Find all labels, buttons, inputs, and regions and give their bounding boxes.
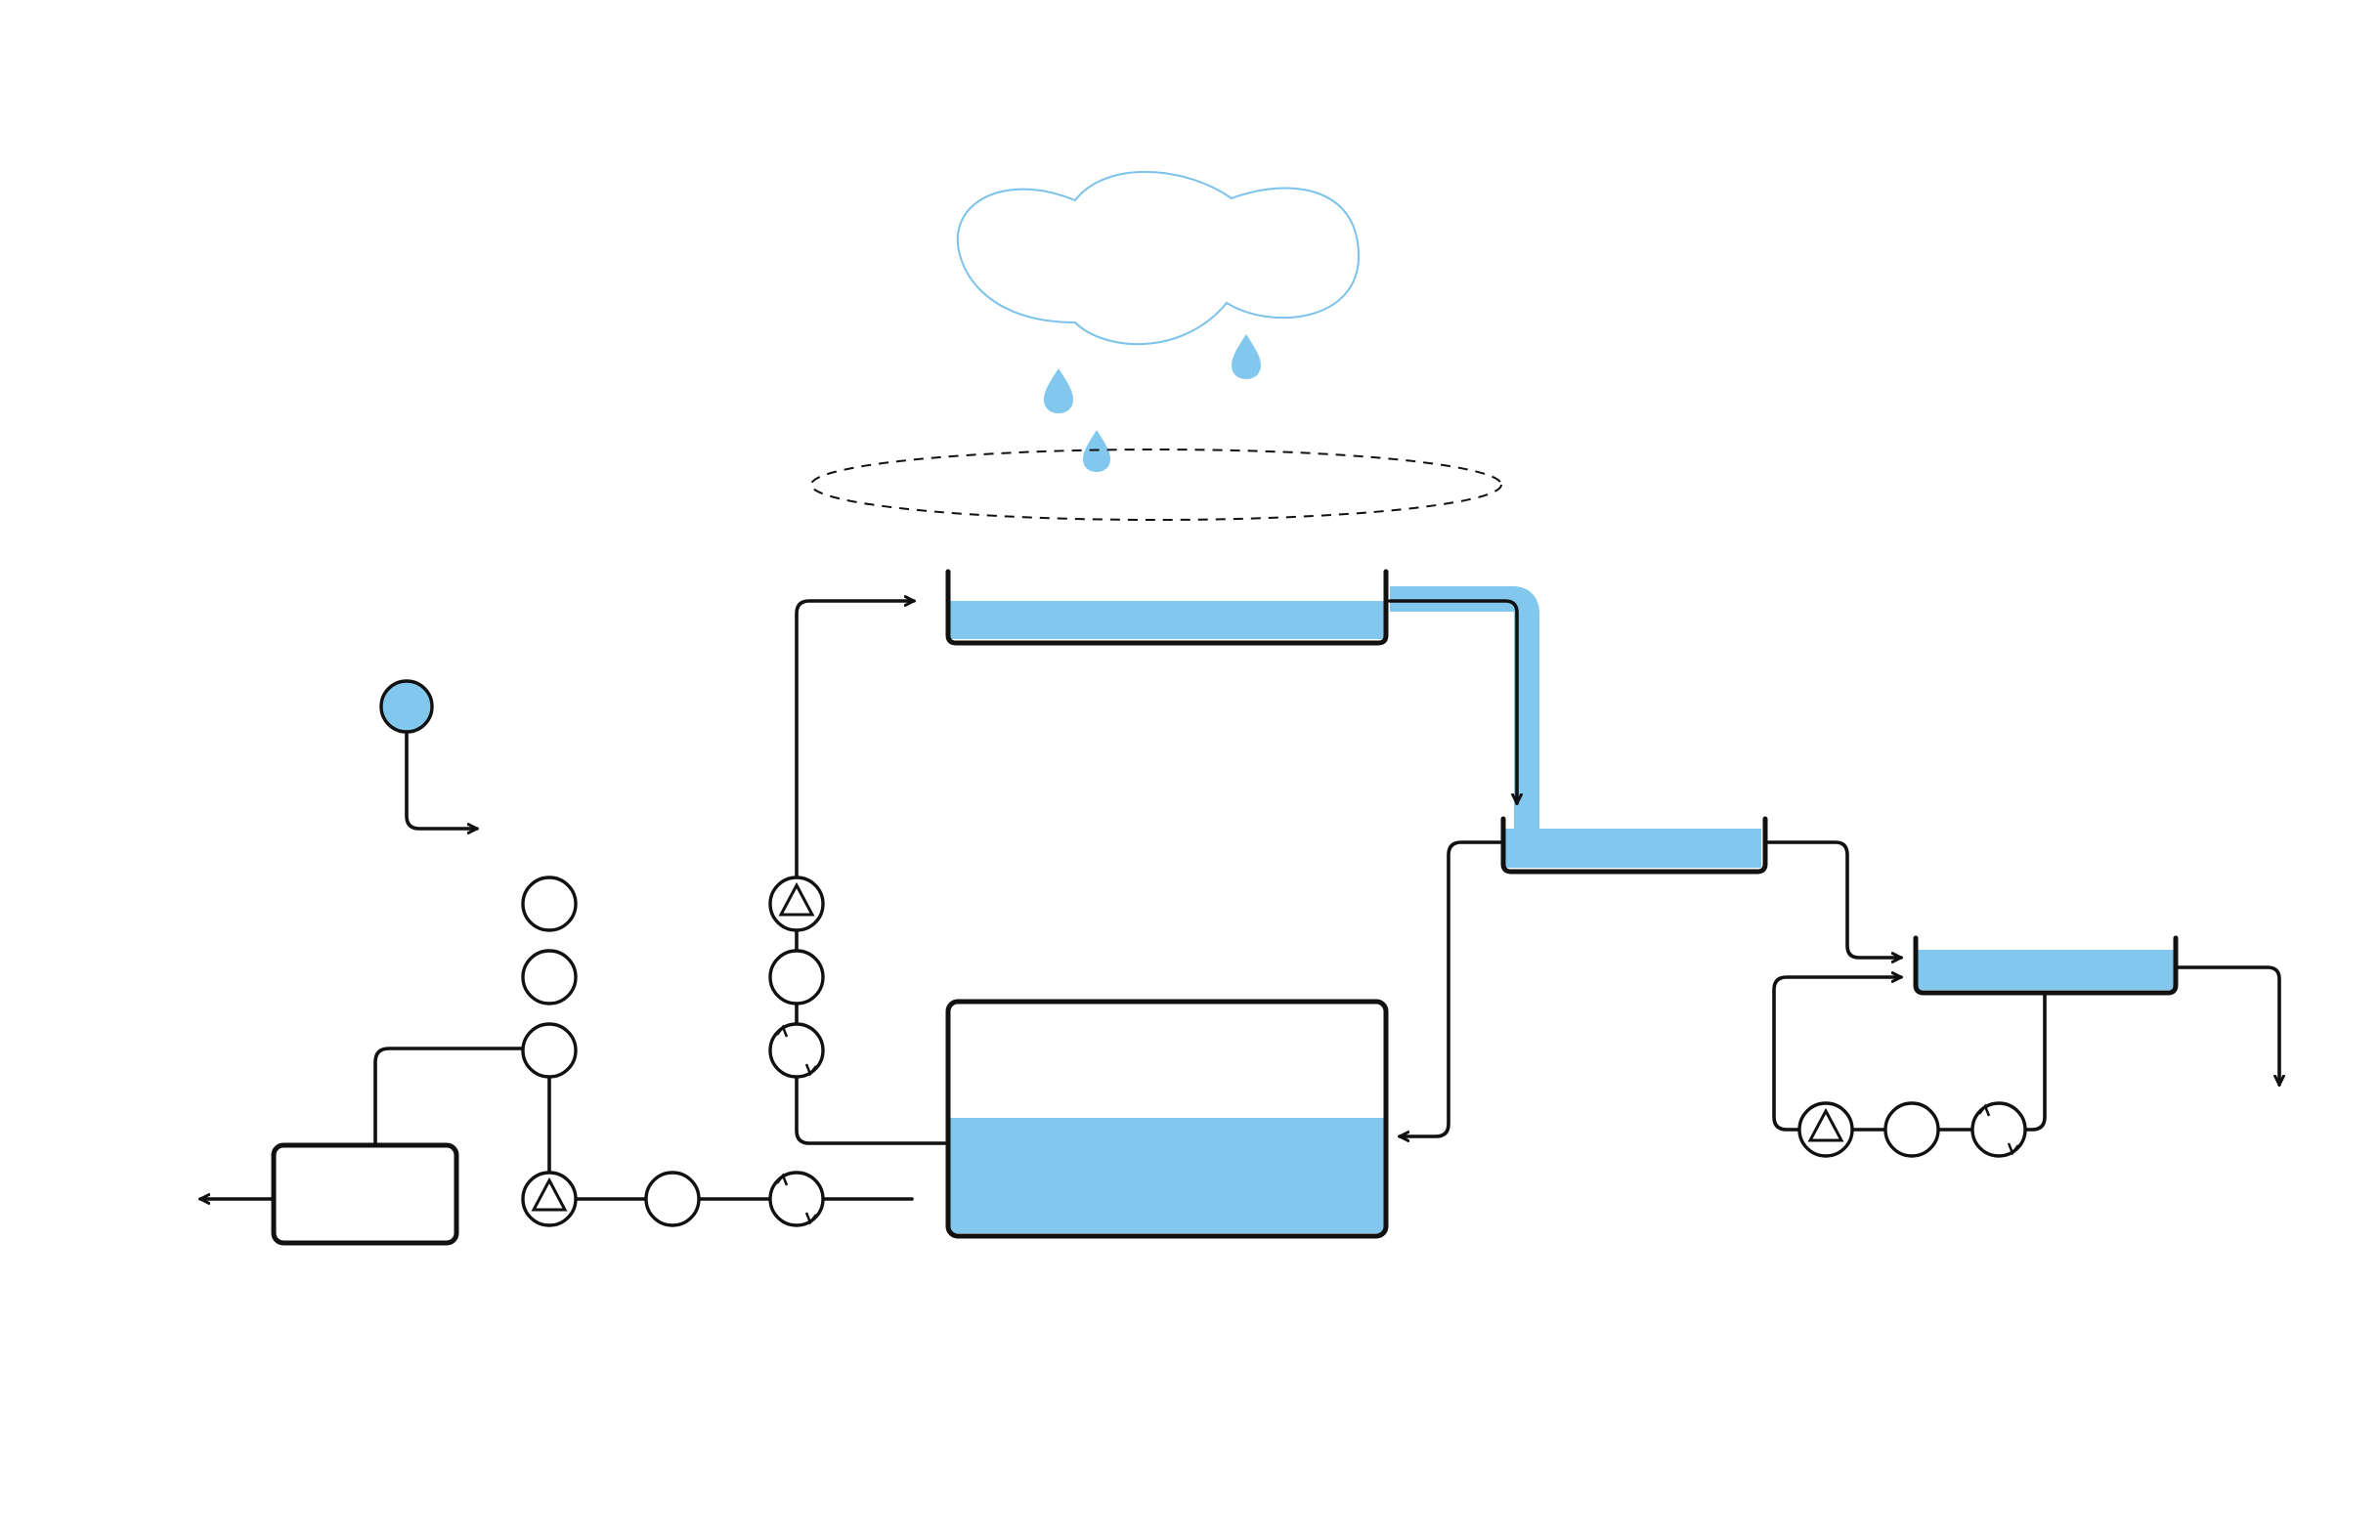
filter-icon <box>521 949 578 1005</box>
mid-to-storage-pipe <box>1400 840 1505 1136</box>
filter-icon <box>1883 1101 1940 1158</box>
raindrop-icon <box>1044 368 1073 413</box>
pump-icon <box>1797 1101 1854 1158</box>
treatment-unit <box>271 1142 459 1246</box>
roof-outflow-pipe <box>1388 599 1517 803</box>
treatment-branch-pipe <box>373 1047 551 1145</box>
pump-icon <box>521 1171 578 1227</box>
supply-pipe-to-roof <box>795 601 947 1145</box>
mid-to-right-pipe <box>1763 840 1901 958</box>
filter-icon <box>521 1022 578 1079</box>
storage-tank-water <box>950 1118 1384 1233</box>
filter-icon <box>521 876 578 932</box>
mid-tank-water <box>1505 829 1761 868</box>
right-outflow-pipe <box>2174 965 2279 1085</box>
catchment-area <box>810 449 1502 521</box>
pump-icon <box>768 876 825 932</box>
raindrop-icon <box>1232 334 1261 379</box>
cloud-icon <box>956 170 1361 346</box>
mid-tank <box>1500 816 1768 875</box>
roof-tank-water <box>950 601 1384 639</box>
valve-icon <box>1970 1101 2027 1158</box>
filter-icon <box>644 1171 701 1227</box>
roof-tank <box>945 569 1389 646</box>
right-tank-water <box>1918 950 2174 990</box>
valve-icon <box>768 1171 825 1227</box>
filter-icon <box>768 949 825 1005</box>
valve-icon <box>768 1022 825 1079</box>
storage-tank <box>945 999 1389 1239</box>
right-recirculation-loop <box>1772 977 2047 1132</box>
water-source-icon <box>379 679 434 734</box>
source-pipe <box>405 730 477 829</box>
overflow-channel <box>1390 586 1539 840</box>
right-tank <box>1913 935 2179 996</box>
